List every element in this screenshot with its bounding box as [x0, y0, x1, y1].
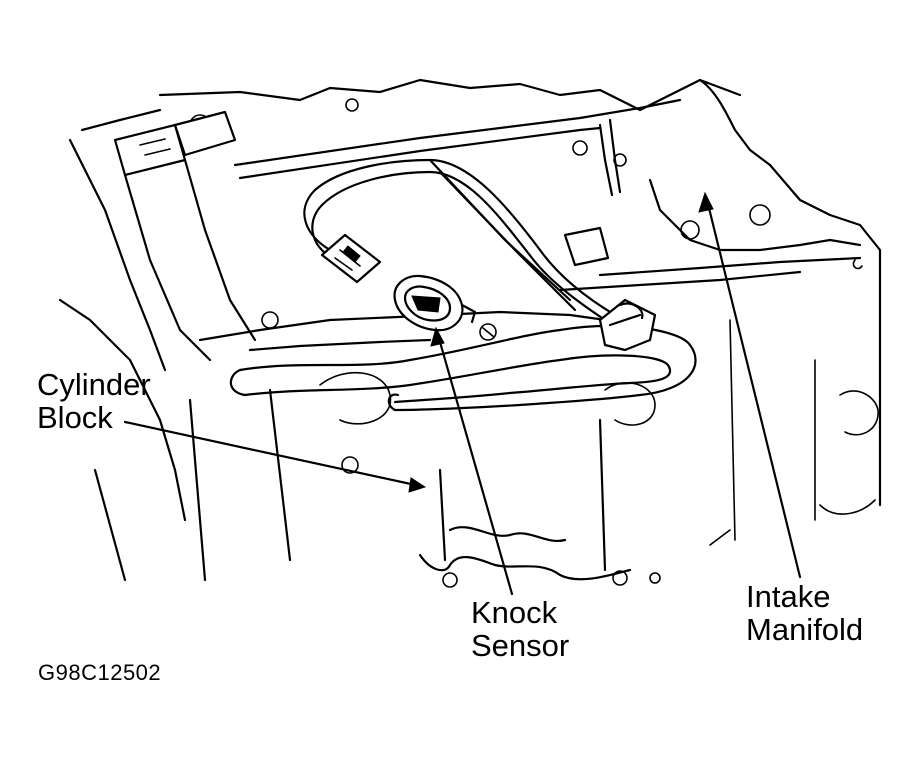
intake-manifold-leader-line	[705, 198, 802, 579]
figure-code: G98C12502	[38, 660, 162, 685]
cylinder-block-label-line2: Block	[37, 400, 113, 435]
knock-sensor-body	[393, 274, 497, 341]
sensor-connector	[320, 233, 382, 284]
intake-manifold-label: Intake Manifold	[746, 580, 863, 646]
intake-manifold-label-line2: Manifold	[746, 612, 864, 647]
intake-manifold-label-line1: Intake	[746, 579, 831, 614]
cylinder-block-leader-line	[123, 420, 422, 488]
cylinder-block-label-line1: Cylinder	[37, 367, 151, 402]
callout-leaders	[123, 191, 802, 596]
upper-pipe	[233, 98, 682, 197]
knock-sensor-label-line1: Knock	[471, 595, 558, 630]
harness-wires	[303, 158, 617, 324]
pipe-fitting	[563, 226, 657, 352]
knock-sensor-leader-line	[436, 333, 514, 596]
cylinder-block-arrowhead	[408, 477, 427, 493]
cylinder-block-label: Cylinder Block	[37, 368, 151, 434]
knock-sensor-arrowhead	[430, 326, 445, 347]
knock-sensor-label-line2: Sensor	[471, 628, 570, 663]
engine-block-outline	[58, 78, 882, 588]
knock-sensor-label: Knock Sensor	[471, 596, 569, 662]
left-bracket	[113, 110, 257, 362]
foreground-hose	[229, 324, 697, 412]
intake-manifold-arrowhead	[698, 191, 714, 213]
